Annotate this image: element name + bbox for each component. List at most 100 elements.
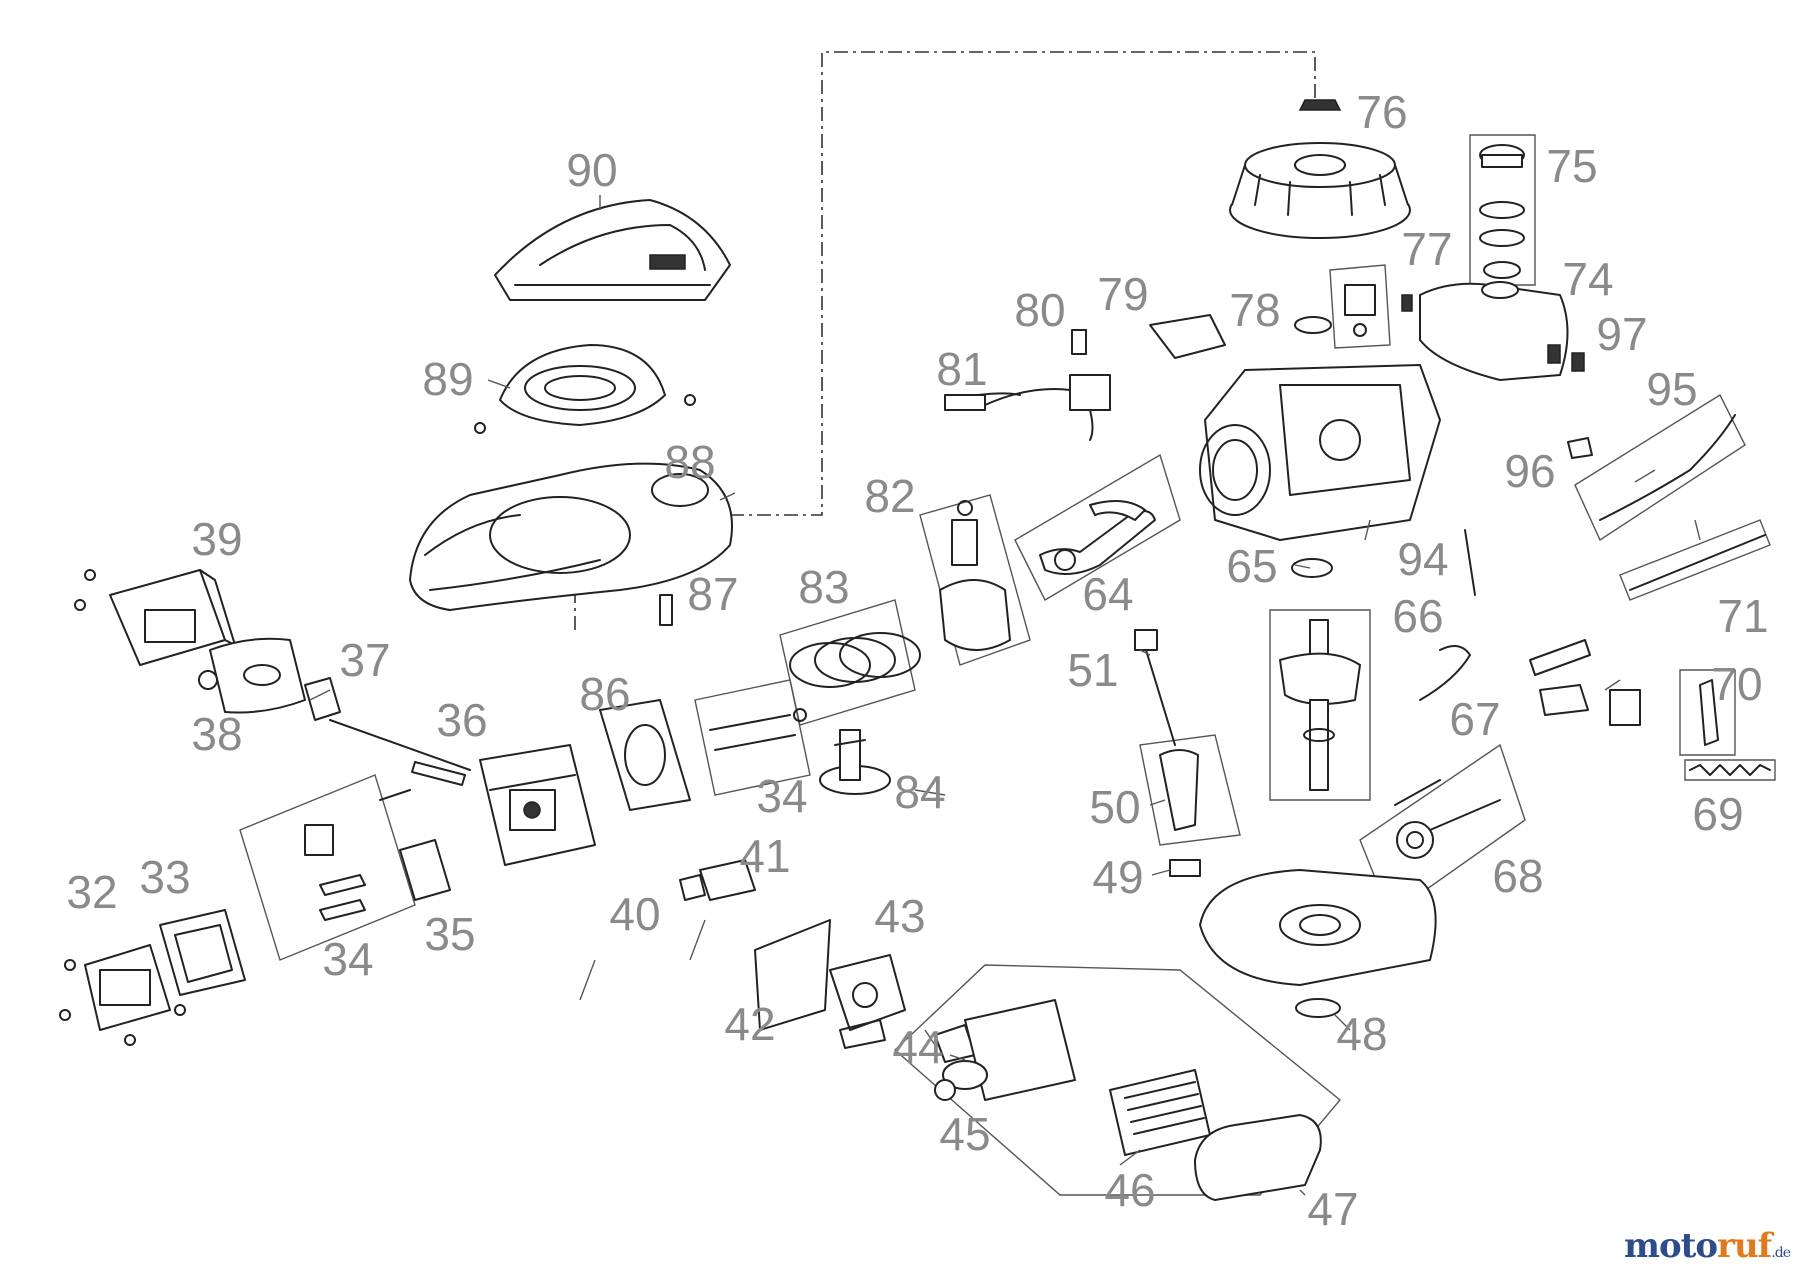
label-34b: 34 bbox=[322, 933, 373, 985]
part-recoil-cover-90 bbox=[494, 199, 731, 302]
logo-part-1: moto bbox=[1623, 1226, 1718, 1266]
label-90: 90 bbox=[566, 144, 617, 196]
part-filter-element-46 bbox=[1109, 1069, 1211, 1156]
label-77: 77 bbox=[1401, 223, 1452, 275]
group-box-66 bbox=[1269, 609, 1371, 801]
part-valve-cover-32 bbox=[59, 944, 186, 1046]
label-35: 35 bbox=[424, 908, 475, 960]
part-carburetor-43 bbox=[829, 954, 906, 1049]
label-65: 65 bbox=[1226, 540, 1277, 592]
part-crankshaft-66 bbox=[1279, 619, 1361, 791]
part-gasket-40 bbox=[679, 874, 706, 901]
group-box-75 bbox=[1469, 134, 1536, 286]
group-box-50 bbox=[1139, 734, 1241, 846]
part-piston-rings-83 bbox=[789, 632, 921, 688]
part-governor-79 bbox=[1149, 314, 1226, 359]
part-piston-82 bbox=[939, 500, 1011, 651]
part-valves-34-upper bbox=[709, 708, 807, 751]
part-plate-35 bbox=[399, 839, 451, 901]
part-seal-78 bbox=[1294, 316, 1332, 334]
part-spring-69 bbox=[1689, 764, 1771, 776]
label-70: 70 bbox=[1711, 658, 1762, 710]
part-camshaft-84 bbox=[819, 729, 891, 795]
group-box-64 bbox=[1014, 453, 1181, 601]
label-41: 41 bbox=[739, 830, 790, 882]
label-43: 43 bbox=[874, 890, 925, 942]
group-box-69 bbox=[1684, 759, 1776, 781]
label-48: 48 bbox=[1336, 1008, 1387, 1060]
label-82: 82 bbox=[864, 470, 915, 522]
part-gasket-33 bbox=[159, 909, 246, 996]
label-50: 50 bbox=[1089, 781, 1140, 833]
part-throttle-plate bbox=[1464, 529, 1641, 726]
assembly-dash-line bbox=[574, 51, 1316, 630]
group-box-71 bbox=[1619, 519, 1771, 601]
label-84: 84 bbox=[894, 766, 945, 818]
label-69: 69 bbox=[1692, 788, 1743, 840]
part-rod-95 bbox=[1599, 414, 1736, 521]
label-87: 87 bbox=[687, 568, 738, 620]
label-42: 42 bbox=[724, 998, 775, 1050]
label-47: 47 bbox=[1307, 1183, 1358, 1235]
group-box-air-filter bbox=[893, 964, 1341, 1196]
label-36: 36 bbox=[436, 694, 487, 746]
label-46: 46 bbox=[1104, 1164, 1155, 1216]
label-64: 64 bbox=[1082, 568, 1133, 620]
logo-part-3: .de bbox=[1771, 1245, 1791, 1261]
part-labels: 90 89 88 87 39 38 37 36 86 83 82 34 84 6… bbox=[66, 86, 1768, 1235]
part-sump bbox=[1199, 869, 1437, 986]
part-heat-shield-42 bbox=[754, 919, 831, 1031]
part-bolt-87 bbox=[659, 594, 673, 626]
part-fill-tube-50 bbox=[1159, 749, 1199, 831]
part-rockers-34-lower bbox=[304, 789, 411, 921]
part-cylinder-head-36 bbox=[479, 744, 596, 866]
label-78: 78 bbox=[1229, 284, 1280, 336]
group-box-70 bbox=[1679, 669, 1736, 756]
group-box-77 bbox=[1329, 264, 1391, 349]
part-muffler-guard-39 bbox=[74, 569, 236, 666]
part-clip-80 bbox=[1071, 329, 1087, 355]
label-97: 97 bbox=[1596, 308, 1647, 360]
part-filter-base-45 bbox=[934, 999, 1076, 1101]
group-box-34-lower bbox=[239, 774, 416, 961]
label-76: 76 bbox=[1356, 86, 1407, 138]
part-governor-68 bbox=[1394, 779, 1501, 859]
part-starter-89 bbox=[474, 344, 696, 434]
label-94: 94 bbox=[1397, 533, 1448, 585]
label-86: 86 bbox=[579, 668, 630, 720]
label-83: 83 bbox=[798, 561, 849, 613]
part-pad-97 bbox=[1571, 352, 1585, 372]
label-88: 88 bbox=[664, 436, 715, 488]
label-44: 44 bbox=[892, 1021, 943, 1073]
label-39: 39 bbox=[191, 513, 242, 565]
part-cable-71 bbox=[1629, 534, 1766, 591]
part-head-gasket-86 bbox=[599, 699, 691, 811]
label-34a: 34 bbox=[756, 770, 807, 822]
part-fuel-cap-75 bbox=[1479, 144, 1525, 279]
label-33: 33 bbox=[139, 851, 190, 903]
part-49 bbox=[1169, 859, 1201, 877]
motoruf-logo: motoruf.de bbox=[1623, 1226, 1791, 1266]
label-67: 67 bbox=[1449, 693, 1500, 745]
logo-part-2: ruf bbox=[1717, 1226, 1772, 1266]
label-80: 80 bbox=[1014, 284, 1065, 336]
part-gasket-37 bbox=[304, 677, 341, 721]
label-66: 66 bbox=[1392, 590, 1443, 642]
label-81: 81 bbox=[936, 343, 987, 395]
label-74: 74 bbox=[1562, 253, 1613, 305]
label-37: 37 bbox=[339, 634, 390, 686]
label-71: 71 bbox=[1717, 590, 1768, 642]
group-box-95 bbox=[1574, 394, 1746, 542]
label-96: 96 bbox=[1504, 445, 1555, 497]
part-ignition-coil-81 bbox=[944, 374, 1111, 441]
group-box-34-upper bbox=[694, 679, 811, 796]
part-washer-48 bbox=[1295, 998, 1341, 1018]
group-boxes bbox=[239, 134, 1776, 1196]
part-filter-cover-47 bbox=[1194, 1114, 1322, 1201]
part-shroud-88 bbox=[409, 462, 733, 611]
label-32: 32 bbox=[66, 866, 117, 918]
part-lever-70 bbox=[1699, 679, 1719, 746]
spark-plug bbox=[411, 761, 466, 786]
label-49: 49 bbox=[1092, 851, 1143, 903]
